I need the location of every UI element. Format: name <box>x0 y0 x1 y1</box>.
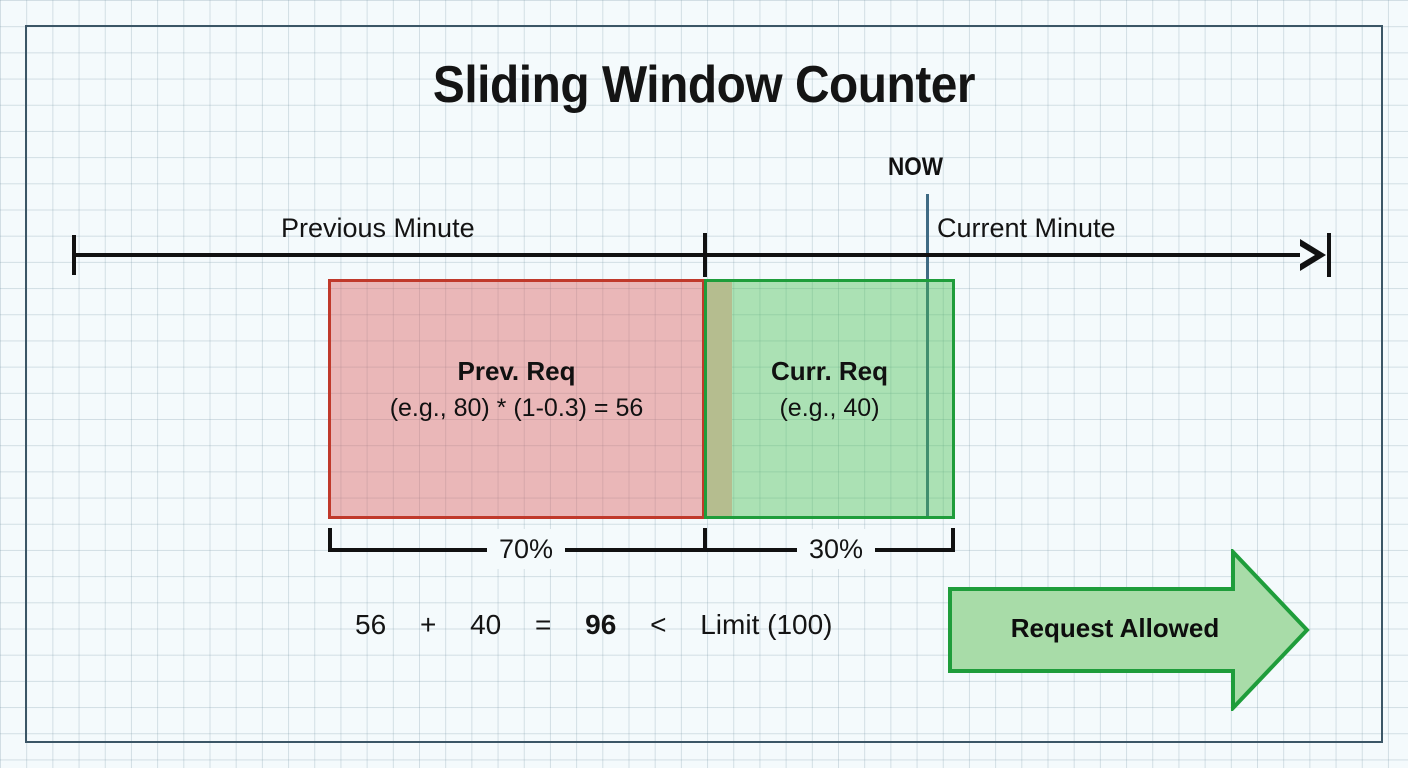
weight-bracket-tick-left <box>328 528 332 552</box>
equation-total: 96 <box>585 609 617 640</box>
page-title: Sliding Window Counter <box>432 56 976 114</box>
current-window-box <box>704 279 955 519</box>
timeline-axis <box>72 253 1322 257</box>
weight-bracket-tick-middle <box>703 528 707 552</box>
equation-plus-sign: + <box>419 609 437 640</box>
equation-limit: Limit (100) <box>700 609 833 640</box>
previous-window-box <box>328 279 705 519</box>
equation-prev-count: 56 <box>355 609 387 640</box>
equation-equals-sign: = <box>535 609 552 640</box>
equation-curr-count: 40 <box>470 609 502 640</box>
window-overlap-region <box>707 282 732 516</box>
weight-bracket <box>328 528 955 552</box>
previous-minute-label: Previous Minute <box>281 213 475 243</box>
current-minute-label: Current Minute <box>937 213 1116 243</box>
timeline-minute-boundary-tick <box>703 233 707 277</box>
now-marker-label: NOW <box>888 153 943 181</box>
now-marker-line <box>926 194 929 518</box>
timeline-start-tick <box>72 235 76 275</box>
weight-bracket-tick-right <box>951 528 955 552</box>
timeline-arrowhead-notch <box>1300 246 1315 264</box>
current-window-percent: 30% <box>797 529 876 569</box>
previous-window-percent: 70% <box>487 529 566 569</box>
total-equation: 56 + 40 = 96 < Limit (100) <box>355 609 833 641</box>
request-allowed-arrow <box>948 549 1310 711</box>
weight-bracket-line <box>328 548 955 552</box>
timeline-end-tick <box>1327 233 1331 277</box>
equation-comparator: < <box>650 609 667 640</box>
